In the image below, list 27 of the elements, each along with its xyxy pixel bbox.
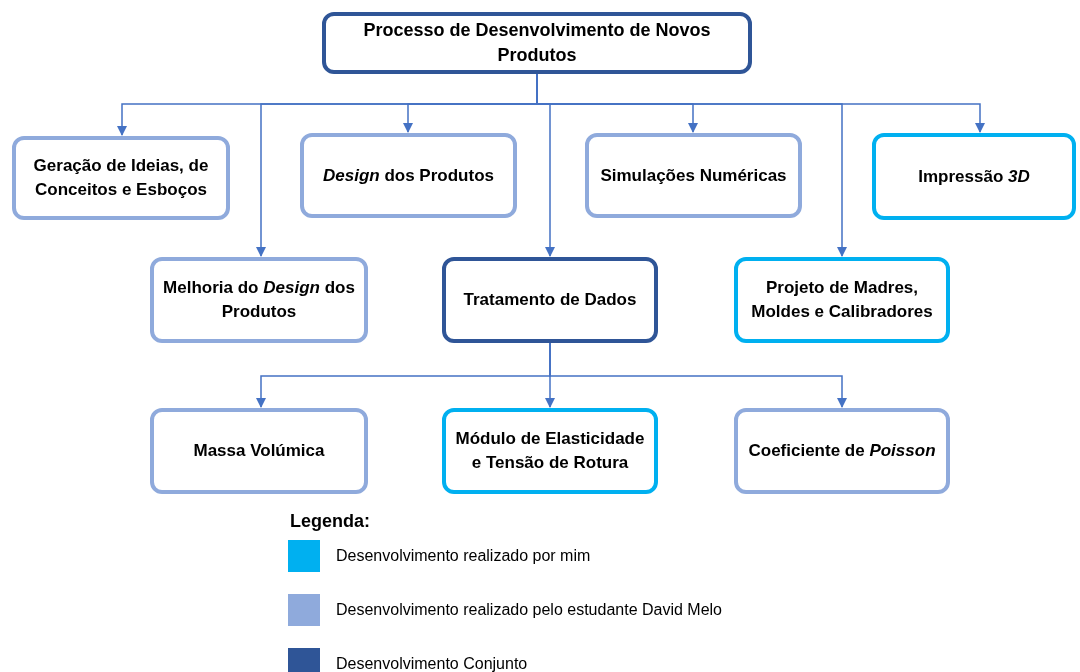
box-text: Tratamento de Dados xyxy=(463,289,637,311)
box-text: Coeficiente de Poisson xyxy=(748,440,936,462)
process-box xyxy=(322,12,752,74)
process-box xyxy=(872,133,1076,220)
box-text: Design dos Produtos xyxy=(323,164,494,187)
box-text: Módulo de Elasticidade e Tensão de Rotura xyxy=(454,428,646,474)
process-box xyxy=(442,257,658,343)
process-box xyxy=(150,257,368,343)
process-box xyxy=(734,257,950,343)
process-box xyxy=(12,136,230,220)
legend-text: Desenvolvimento Conjunto xyxy=(336,654,528,672)
process-box xyxy=(585,133,802,218)
box-text: Melhoria do Design dos Produtos xyxy=(162,277,356,323)
legend-text: Desenvolvimento realizado pelo estudante David Melo xyxy=(336,600,722,620)
process-box xyxy=(300,133,517,218)
process-box xyxy=(442,408,658,494)
box-text: Massa Volúmica xyxy=(193,440,325,462)
box-text: Impressão 3D xyxy=(918,165,1030,188)
process-box xyxy=(734,408,950,494)
legend-text: Desenvolvimento realizado por mim xyxy=(336,546,591,566)
arrow xyxy=(549,342,847,408)
box-text: Processo de Desenvolvimento de Novos Produtos xyxy=(362,19,712,67)
legend-title: Legenda: xyxy=(290,510,370,533)
box-text: Simulações Numéricas xyxy=(600,164,787,187)
box-text: Projeto de Madres, Moldes e Calibradores xyxy=(750,277,934,323)
process-box xyxy=(150,408,368,494)
box-text: Geração de Ideias, de Conceitos e Esboços xyxy=(32,155,210,201)
